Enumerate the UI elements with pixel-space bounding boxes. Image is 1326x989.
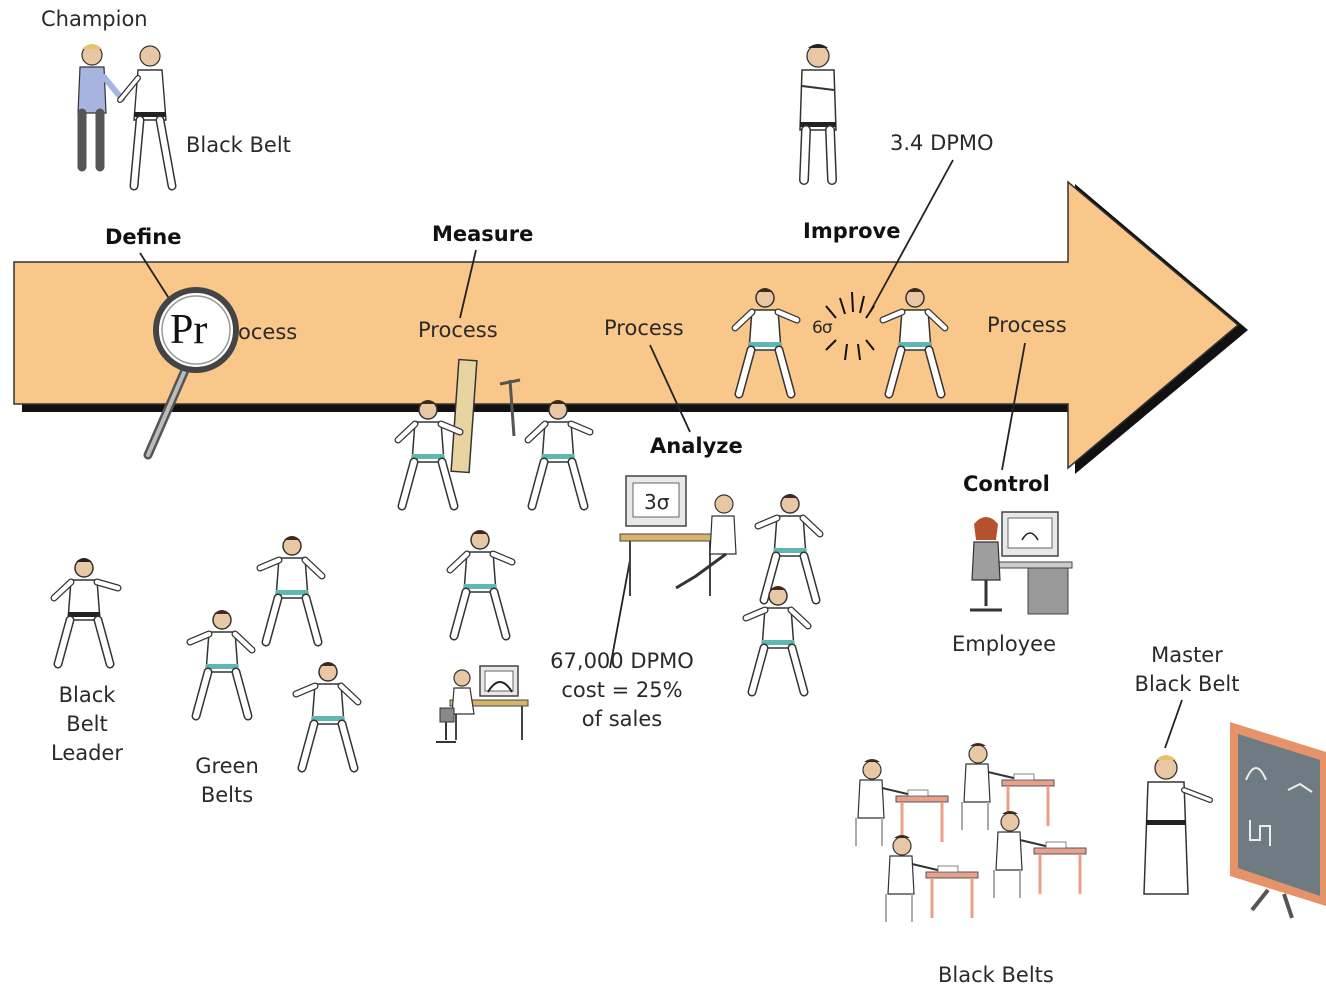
standing-karateka-figure [799,44,837,185]
cost-label: cost = 25% [561,678,683,702]
dpmo-target-label: 3.4 DPMO [890,131,994,155]
dpmo-current-leader [609,559,631,669]
define-leader [139,252,171,301]
caliper-icon [499,378,521,437]
process-arrow [13,180,1248,474]
champion-label: Champion [41,7,148,31]
student-black-belt-3 [884,833,980,924]
champion-figure [77,44,125,172]
black-belt-leader-label-2: Belt [66,712,108,736]
define-step-label: Define [105,225,182,249]
dpmo-target-leader [869,159,954,313]
student-black-belt-1 [854,757,950,848]
control-step-label: Control [963,472,1050,496]
ruler-icon [450,358,478,474]
analyze-karateka-2 [746,586,808,692]
spark-burst-icon [825,291,875,361]
chalkboard-icon [1230,722,1326,919]
magnifier-icon [143,287,239,460]
master-black-belt-label-2: Black Belt [1134,672,1240,696]
leader-lines [139,159,1183,749]
black-belt-label: Black Belt [186,133,291,157]
measure-step-label: Measure [432,222,534,246]
green-belt-figure-2 [190,610,252,716]
monitor-sigma-label: 3σ [644,490,670,514]
dpmo-current-label: 67,000 DPMO [550,649,694,673]
arrow-body [13,180,1240,470]
bell-curve-icon [487,681,513,693]
black-belts-label: Black Belts [938,963,1054,987]
measure-karateka-2 [528,400,590,506]
master-black-belt-label-1: Master [1151,643,1223,667]
process-analyze-label: Process [604,316,684,340]
master-black-belt-figure [1143,755,1213,895]
analyze-leader [649,344,691,433]
green-belt-figure-3 [296,662,358,768]
employee-figure [970,511,1073,615]
black-belt-leader-label-3: Leader [50,741,123,765]
analyze-computer [619,475,737,596]
analyze-step-label: Analyze [650,434,743,458]
master-leader [1164,699,1183,749]
black-belt-leader-figure [54,558,118,664]
process-measure-label: Process [418,318,498,342]
process-define-suffix: ocess [238,320,298,344]
green-belt-figure-1 [260,536,322,642]
student-black-belt-4 [992,809,1088,900]
improve-sparks-label: 6σ [812,318,833,338]
black-belt-handshake-figure [117,45,177,191]
magnifier-letters: Pr [170,307,208,353]
employee-label: Employee [952,632,1057,656]
sales-label: of sales [581,707,663,731]
analyze-karateka-1 [758,494,820,600]
process-control-label: Process [987,313,1067,337]
green-belts-label-1: Green [195,754,259,778]
control-leader [1001,342,1026,471]
green-belts-label-2: Belts [200,783,254,807]
improve-step-label: Improve [803,219,901,243]
measure-karateka-1 [398,400,460,506]
measure-karateka-3 [450,530,512,636]
black-belt-leader-label-1: Black [58,683,116,707]
measure-desk-worker [435,665,529,743]
measure-leader [459,249,477,319]
